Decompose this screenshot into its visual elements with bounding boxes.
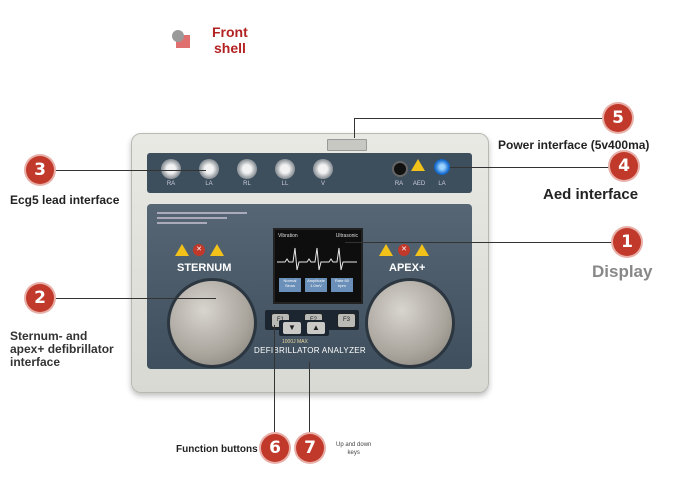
front-shell-label: Front shell — [212, 24, 248, 56]
callout-line-3 — [56, 170, 206, 171]
aed-label: AED — [412, 181, 426, 187]
ecg-lead-label: LL — [281, 181, 289, 187]
no-symbol-icon: ✕ — [398, 244, 410, 256]
model-label: DEFIBRILLATOR ANALYZER — [254, 346, 366, 355]
callout-7-label: Up and down keys — [336, 442, 372, 456]
no-symbol-icon: ✕ — [193, 244, 205, 256]
sternum-paddle-plate[interactable] — [167, 278, 257, 368]
ecg-lead-connector[interactable] — [161, 159, 181, 179]
screen-right-header: Ultrasonic — [335, 233, 358, 239]
ecg-lead-connector[interactable] — [237, 159, 257, 179]
callout-5-badge: 5 — [604, 104, 632, 132]
defibrillator-analyzer-device: RA LA RL LL V RA AED LA ✕ STERNUM ✕ APEX… — [131, 133, 489, 393]
ecg-lead-label: V — [320, 181, 325, 187]
ecg-lead-label: RA — [166, 181, 176, 187]
callout-line-2 — [56, 298, 216, 299]
up-down-key-group: ▼ ▲ — [279, 320, 329, 336]
sternum-label: STERNUM — [177, 262, 232, 274]
callout-line-7 — [309, 362, 310, 434]
callout-1-label: Display — [592, 262, 653, 281]
max-energy-label: 1000J MAX — [282, 339, 308, 345]
ecg-lead-label: RL — [243, 181, 251, 187]
screen-box-rate: Rate 60 bpm — [331, 278, 353, 292]
ecg-lead-connector[interactable] — [313, 159, 333, 179]
apex-paddle-plate[interactable] — [365, 278, 455, 368]
aed-label: RA — [394, 181, 404, 187]
connector-bar: RA LA RL LL V RA AED LA — [147, 153, 472, 193]
callout-line-1 — [345, 242, 613, 243]
callout-6-badge: 6 — [261, 434, 289, 462]
callout-3-label: Ecg5 lead interface — [10, 193, 120, 207]
callout-7-badge: 7 — [296, 434, 324, 462]
callout-2-badge: 2 — [26, 284, 54, 312]
callout-line-6 — [274, 325, 275, 435]
callout-4-label: Aed interface — [543, 186, 639, 203]
callout-6-label: Function buttons — [176, 444, 258, 455]
screen-box-rhythm: Normal Sinus — [279, 278, 301, 292]
callout-line-5-drop — [354, 118, 355, 138]
aed-jack-blue[interactable] — [434, 159, 450, 175]
callout-line-5 — [354, 118, 604, 119]
warning-icon — [175, 244, 189, 256]
apex-label: APEX+ — [389, 262, 426, 274]
down-key[interactable]: ▼ — [283, 322, 301, 334]
warning-icon — [210, 244, 224, 256]
up-key[interactable]: ▲ — [307, 322, 325, 334]
callout-3-badge: 3 — [26, 156, 54, 184]
callout-5-label: Power interface (5v400ma) — [498, 138, 650, 152]
callout-line-4 — [450, 167, 610, 168]
f3-button[interactable]: F3 — [337, 313, 356, 328]
instruction-text — [157, 212, 257, 228]
ecg-lead-connector[interactable] — [199, 159, 219, 179]
screen-box-amplitude: Amplitude 1.0mV — [305, 278, 327, 292]
screen-left-header: Vibration — [278, 233, 298, 239]
callout-2-label: Sternum- and apex+ defibrillator interfa… — [10, 329, 114, 369]
front-panel: ✕ STERNUM ✕ APEX+ Vibration Ultrasonic N… — [147, 204, 472, 369]
warning-icon — [379, 244, 393, 256]
ecg-display: Vibration Ultrasonic Normal Sinus Amplit… — [273, 228, 363, 304]
callout-4-badge: 4 — [610, 152, 638, 180]
front-shell-swatch — [172, 30, 190, 48]
callout-1-badge: 1 — [613, 228, 641, 256]
aed-label: LA — [438, 181, 446, 187]
aed-jack[interactable] — [392, 161, 408, 177]
ecg-lead-connector[interactable] — [275, 159, 295, 179]
ecg-waveform — [277, 247, 357, 271]
power-port[interactable] — [327, 139, 367, 151]
warning-icon — [415, 244, 429, 256]
ecg-lead-label: LA — [205, 181, 213, 187]
warning-icon — [411, 159, 425, 171]
